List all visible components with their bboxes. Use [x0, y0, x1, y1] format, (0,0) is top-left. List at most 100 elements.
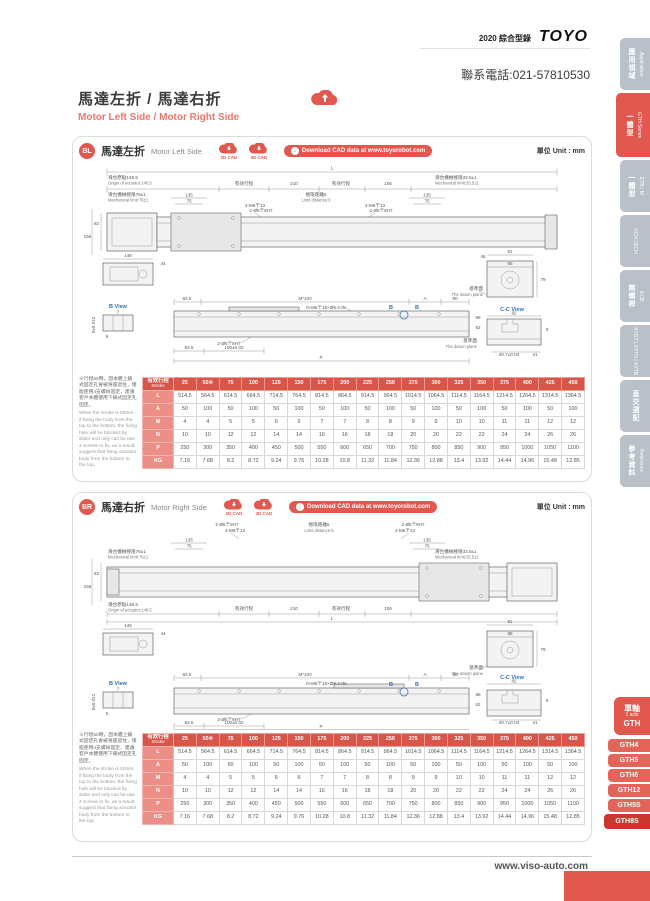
dim-845: 84.5 [183, 296, 192, 301]
dim-origin-en: Origin of actuator:148.5 [108, 608, 152, 613]
dim-datum-en: The datum plane [452, 671, 484, 676]
dim-7: 7 [117, 687, 120, 692]
row-label: M [142, 416, 174, 430]
table-cell: 7.16 [173, 811, 197, 825]
table-cell: 10 [446, 772, 471, 786]
dim-62: 62 [475, 325, 481, 330]
download-icon: ↓ [290, 147, 299, 155]
table-cell: 5 [218, 772, 243, 786]
br-motor-end-view [102, 632, 154, 656]
dim-106: 106 [384, 606, 392, 611]
model-button-gth6[interactable]: GTH6 [608, 769, 650, 782]
cad-2d-button[interactable]: 2D CAD [223, 498, 245, 516]
table-cell: 14.96 [515, 811, 540, 825]
model-button-gth5s[interactable]: GTH5S [608, 799, 650, 812]
br-cc-section-view [486, 689, 542, 717]
dim-44: 44 [160, 261, 166, 266]
table-cell: 11 [492, 416, 517, 430]
table-cell: 15.48 [538, 811, 563, 825]
table-cell: 100 [424, 759, 448, 773]
dim-156: 156 [84, 234, 92, 239]
dim-407: 40.7±0.03 [499, 720, 520, 725]
table-cell: 11.32 [355, 455, 380, 469]
dim-o5-callout: 2-Ø5〒8H7 [215, 522, 239, 527]
dim-7: 7 [117, 310, 120, 315]
bl-b-detail-mark [399, 310, 409, 320]
dim-mlimit33-en: Mechanical limit:33.5±1 [435, 181, 479, 186]
table-cell: 20 [424, 429, 448, 443]
bl-badge: BL [79, 143, 95, 159]
model-button-gth5[interactable]: GTH5 [608, 754, 650, 767]
table-cell: 1014.5 [401, 746, 426, 760]
table-cell: 614.5 [218, 390, 243, 404]
table-cell: 1164.5 [469, 746, 494, 760]
table-cell: 700 [378, 798, 403, 812]
sidebar-tab[interactable]: GCH | ECH [620, 215, 650, 267]
model-button-gth12[interactable]: GTH12 [608, 784, 650, 797]
stroke-value: 425 [538, 377, 563, 391]
dim-datum-zh: 基準面 [469, 285, 483, 292]
cad-3d-button[interactable]: 3D CAD [253, 498, 275, 516]
tab-label-en: XYGT | XYTH | XYTB [632, 326, 638, 376]
table-cell: 50 [264, 403, 289, 417]
br-dimension-lines [91, 532, 558, 730]
table-cell: 15.48 [538, 455, 563, 469]
sidebar-tab[interactable]: 直交選配 [620, 380, 650, 432]
table-cell: 11.84 [378, 811, 403, 825]
br-b-detail-mark [399, 687, 409, 697]
section-mark-b: B [389, 305, 393, 311]
br-technical-drawing: 2-Ø5〒8H7 4-M6〒13 極限距離5 Limit distance:5 … [84, 521, 558, 730]
header-rule [420, 48, 590, 49]
dim-845: 84.5 [185, 720, 194, 725]
toyo-logo: TOYO [538, 28, 588, 45]
table-cell: 10.8 [332, 811, 357, 825]
table-cell: 22 [469, 785, 494, 799]
download-cad-button[interactable]: ↓ Download CAD data at www.toyorobot.com [288, 501, 438, 513]
model-button-gth8s[interactable]: GTH8S [604, 814, 650, 829]
dim-156: 156 [84, 584, 92, 589]
model-group-series: GTH [623, 718, 641, 728]
table-cell: 26 [561, 429, 585, 443]
dim-82: 82 [94, 571, 100, 576]
dim-82: 82 [511, 679, 517, 684]
stroke-value: 400 [515, 733, 540, 747]
dim-mlimit33-zh: 滑台機械極限33.5±1 [435, 548, 477, 555]
br-b-view-detail [102, 691, 134, 709]
table-cell: 14.44 [492, 455, 517, 469]
cloud-3d-icon [253, 498, 272, 510]
table-cell: 8 [378, 416, 403, 430]
dim-46: 46 [480, 254, 486, 259]
cc-view-label: C-C View [500, 675, 524, 681]
table-cell: 1364.5 [561, 390, 585, 404]
stroke-value: 175 [309, 377, 334, 391]
table-cell: 6 [287, 416, 311, 430]
table-cell: 8.72 [241, 811, 266, 825]
table-cell: 50 [173, 759, 197, 773]
cad-3d-button[interactable]: 3D CAD [248, 142, 270, 160]
table-cell: 20 [401, 785, 426, 799]
table-cell: 814.5 [309, 390, 334, 404]
row-label: P [142, 442, 174, 456]
table-cell: 664.5 [241, 390, 266, 404]
dim-m6-callout: 4-M6〒13 [365, 203, 386, 208]
cad-2d-button[interactable]: 2D CAD [218, 142, 240, 160]
stroke-value: 350 [469, 377, 494, 391]
table-cell: 18 [378, 429, 403, 443]
table-cell: 22 [469, 429, 494, 443]
page-header: 2020 綜合型錄 TOYO [479, 28, 588, 46]
model-button-gth4[interactable]: GTH4 [608, 739, 650, 752]
table-cell: 12 [561, 772, 585, 786]
table-cell: 650 [355, 798, 380, 812]
table-cell: 9.76 [287, 811, 311, 825]
download-cad-button[interactable]: ↓ Download CAD data at www.toyorobot.com [283, 145, 433, 157]
sidebar-tab[interactable]: XYGT | XYTH | XYTB [620, 325, 650, 377]
